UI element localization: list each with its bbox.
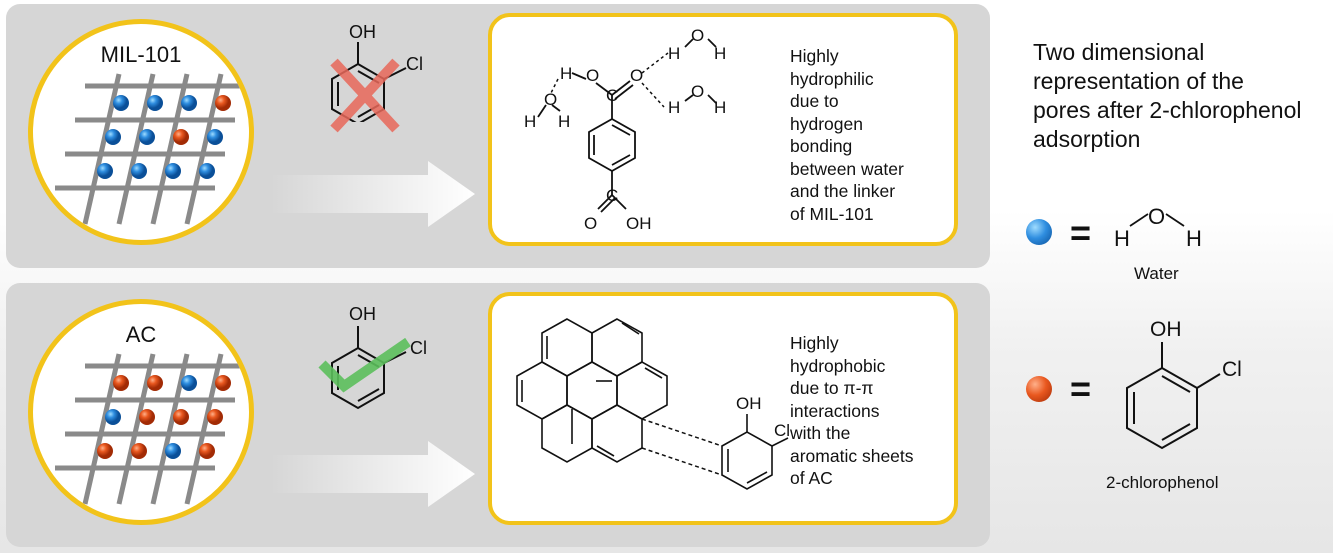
chlorophenol-dot	[215, 375, 231, 391]
equals-sign: =	[1070, 368, 1092, 409]
svg-text:H: H	[558, 112, 570, 131]
svg-text:H: H	[524, 112, 536, 131]
svg-text:H: H	[1186, 226, 1202, 251]
water-dot	[199, 163, 215, 179]
chlorophenol-dot	[113, 375, 129, 391]
grid-line	[116, 73, 156, 225]
chlorophenol-dot	[131, 443, 147, 459]
water-dot	[181, 95, 197, 111]
svg-text:C: C	[606, 86, 618, 105]
svg-text:H: H	[668, 44, 680, 63]
water-dot	[181, 375, 197, 391]
svg-text:H: H	[668, 98, 680, 117]
ac-label: AC	[125, 322, 157, 347]
grid-line	[150, 353, 190, 505]
chlorophenol-caption: 2-chlorophenol	[1106, 473, 1219, 492]
svg-text:Cl: Cl	[774, 421, 790, 440]
legend-title: Two dimensional representation of the po…	[1033, 39, 1302, 152]
water-dot-icon	[1026, 219, 1052, 245]
grid-line	[184, 73, 224, 225]
svg-text:O: O	[1148, 204, 1165, 229]
svg-text:O: O	[691, 26, 704, 45]
svg-text:O: O	[584, 214, 597, 233]
oh-label: OH	[349, 22, 376, 42]
svg-text:O: O	[630, 66, 643, 85]
aromatic-sheet-structure: OH Cl	[516, 318, 790, 490]
cross-icon	[330, 58, 400, 133]
svg-text:H: H	[714, 44, 726, 63]
water-caption: Water	[1134, 264, 1179, 283]
svg-text:O: O	[691, 82, 704, 101]
chlorophenol-dot	[207, 409, 223, 425]
mil101-detail-box: H O C O H O H H O H H O H C O OH Highly …	[488, 13, 958, 246]
mil101-description: Highly hydrophilic due to hydrogen bondi…	[790, 46, 904, 224]
equals-sign: =	[1070, 212, 1092, 253]
svg-text:O: O	[544, 90, 557, 109]
chlorophenol-dot-icon	[1026, 376, 1052, 402]
grid-line	[82, 73, 122, 225]
chlorophenol-dot	[147, 375, 163, 391]
linker-structure: H O C O H O H H O H H O H C O OH	[524, 26, 726, 233]
water-dot	[165, 443, 181, 459]
water-dot	[207, 129, 223, 145]
chlorophenol-dot	[173, 129, 189, 145]
cl-label: Cl	[406, 54, 423, 74]
grid-line	[116, 353, 156, 505]
svg-text:H: H	[1114, 226, 1130, 251]
right-arrow-icon	[270, 441, 475, 507]
svg-text:OH: OH	[349, 304, 376, 324]
grid-line	[184, 353, 224, 505]
ac-pore-circle: AC	[28, 299, 254, 525]
water-dot	[139, 129, 155, 145]
water-dot	[165, 163, 181, 179]
water-dot	[113, 95, 129, 111]
grid-line	[150, 73, 190, 225]
ac-description: Highly hydrophobic due to π-π interactio…	[790, 333, 914, 488]
mil101-pore-circle: MIL-101	[28, 19, 254, 245]
svg-text:Cl: Cl	[410, 338, 427, 358]
chlorophenol-dot	[97, 443, 113, 459]
water-molecule: H O H	[1114, 204, 1202, 251]
right-arrow-icon	[270, 161, 475, 227]
svg-text:OH: OH	[626, 214, 652, 233]
mil101-label: MIL-101	[100, 42, 182, 67]
water-dot	[131, 163, 147, 179]
chlorophenol-legend-molecule: OH Cl	[1126, 318, 1242, 450]
svg-text:OH: OH	[736, 394, 762, 413]
chlorophenol-dot	[215, 95, 231, 111]
ac-detail-box: OH Cl Highly hydrophobic due to π-π inte…	[488, 292, 958, 525]
pore-grid-graphic	[55, 353, 245, 505]
chlorophenol-dot	[199, 443, 215, 459]
water-dot	[105, 129, 121, 145]
svg-text:Cl: Cl	[1222, 358, 1242, 381]
water-dot	[147, 95, 163, 111]
water-dot	[97, 163, 113, 179]
svg-text:H: H	[560, 64, 572, 83]
water-dot	[105, 409, 121, 425]
chlorophenol-dot	[139, 409, 155, 425]
svg-text:OH: OH	[1150, 318, 1182, 341]
check-icon	[318, 338, 411, 393]
chlorophenol-dot	[173, 409, 189, 425]
pore-grid-graphic	[55, 73, 245, 225]
svg-text:H: H	[714, 98, 726, 117]
grid-line	[82, 353, 122, 505]
svg-text:C: C	[606, 186, 618, 205]
svg-text:O: O	[586, 66, 599, 85]
